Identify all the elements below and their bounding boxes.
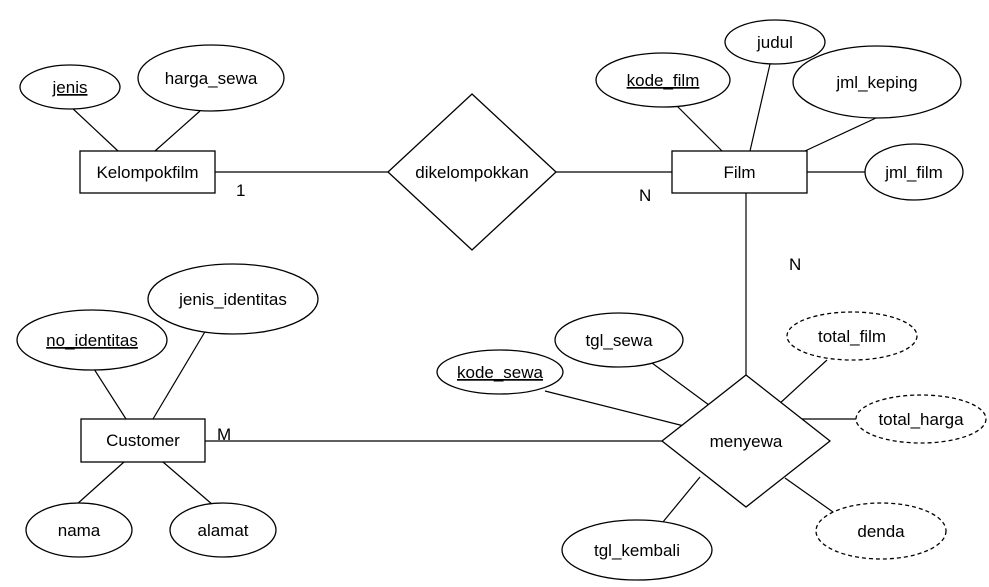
link-nama bbox=[75, 461, 125, 506]
link-kode-sewa bbox=[544, 390, 685, 427]
attribute-tgl-kembali: tgl_kembali bbox=[561, 519, 713, 581]
attribute-harga-sewa-label: harga_sewa bbox=[165, 69, 258, 88]
entity-kelompokfilm-label: Kelompokfilm bbox=[96, 163, 198, 182]
attribute-kode-film: kode_film bbox=[595, 52, 731, 108]
attribute-jenis: jenis bbox=[19, 64, 121, 110]
attribute-total-harga-label: total_harga bbox=[878, 410, 964, 429]
link-alamat bbox=[162, 461, 214, 506]
entity-film-label: Film bbox=[723, 163, 755, 182]
attribute-no-identitas-label: no_identitas bbox=[46, 331, 138, 350]
attribute-kode-film-label: kode_film bbox=[627, 71, 700, 90]
attribute-alamat: alamat bbox=[169, 502, 277, 558]
cardinality-customer: M bbox=[217, 425, 231, 444]
attribute-judul: judul bbox=[724, 19, 826, 65]
attribute-jenis-identitas: jenis_identitas bbox=[147, 263, 319, 335]
cardinality-film-dikelompokkan: N bbox=[639, 186, 651, 205]
link-tgl-kembali bbox=[657, 476, 701, 529]
attribute-tgl-sewa-label: tgl_sewa bbox=[585, 331, 653, 350]
entity-film: Film bbox=[671, 150, 808, 194]
attribute-tgl-kembali-label: tgl_kembali bbox=[594, 541, 680, 560]
link-judul bbox=[749, 63, 771, 152]
attribute-no-identitas: no_identitas bbox=[16, 309, 168, 371]
relationship-dikelompokkan: dikelompokkan bbox=[387, 93, 557, 251]
attribute-jml-film-label: jml_film bbox=[884, 163, 943, 182]
relationship-dikelompokkan-label: dikelompokkan bbox=[415, 163, 528, 182]
attribute-total-film: total_film bbox=[786, 311, 918, 361]
relationship-menyewa: menyewa bbox=[660, 374, 832, 508]
cardinality-film-menyewa: N bbox=[789, 255, 801, 274]
link-kode-film bbox=[675, 104, 723, 152]
attribute-jenis-identitas-label: jenis_identitas bbox=[178, 290, 287, 309]
attribute-jml-film: jml_film bbox=[864, 143, 964, 201]
connectors bbox=[69, 63, 877, 529]
attribute-denda: denda bbox=[815, 502, 947, 560]
attribute-total-film-label: total_film bbox=[818, 327, 886, 346]
attribute-jenis-label: jenis bbox=[52, 78, 88, 97]
link-tgl-sewa bbox=[651, 362, 714, 409]
entity-customer: Customer bbox=[80, 418, 206, 463]
attribute-nama-label: nama bbox=[58, 521, 101, 540]
link-denda bbox=[784, 477, 834, 513]
attribute-alamat-label: alamat bbox=[197, 521, 248, 540]
attribute-jml-keping: jml_keping bbox=[792, 45, 962, 119]
attribute-total-harga: total_harga bbox=[855, 394, 987, 444]
attribute-harga-sewa: harga_sewa bbox=[137, 44, 285, 112]
cardinality-kelompokfilm: 1 bbox=[236, 181, 245, 200]
relationship-menyewa-label: menyewa bbox=[710, 432, 783, 451]
attribute-judul-label: judul bbox=[756, 33, 793, 52]
attribute-kode-sewa: kode_sewa bbox=[436, 349, 564, 395]
link-jenis bbox=[69, 105, 119, 152]
link-total-film bbox=[777, 359, 828, 406]
link-no-identitas bbox=[93, 368, 127, 420]
attribute-tgl-sewa: tgl_sewa bbox=[554, 312, 684, 368]
attribute-jml-keping-label: jml_keping bbox=[835, 73, 917, 92]
link-jml-keping bbox=[804, 117, 877, 152]
attribute-kode-sewa-label: kode_sewa bbox=[457, 363, 544, 382]
attribute-denda-label: denda bbox=[857, 522, 905, 541]
link-harga-sewa bbox=[154, 110, 201, 152]
entity-kelompokfilm: Kelompokfilm bbox=[79, 150, 216, 194]
link-jenis-identitas bbox=[152, 329, 207, 420]
entity-customer-label: Customer bbox=[106, 431, 180, 450]
attribute-nama: nama bbox=[25, 502, 133, 558]
